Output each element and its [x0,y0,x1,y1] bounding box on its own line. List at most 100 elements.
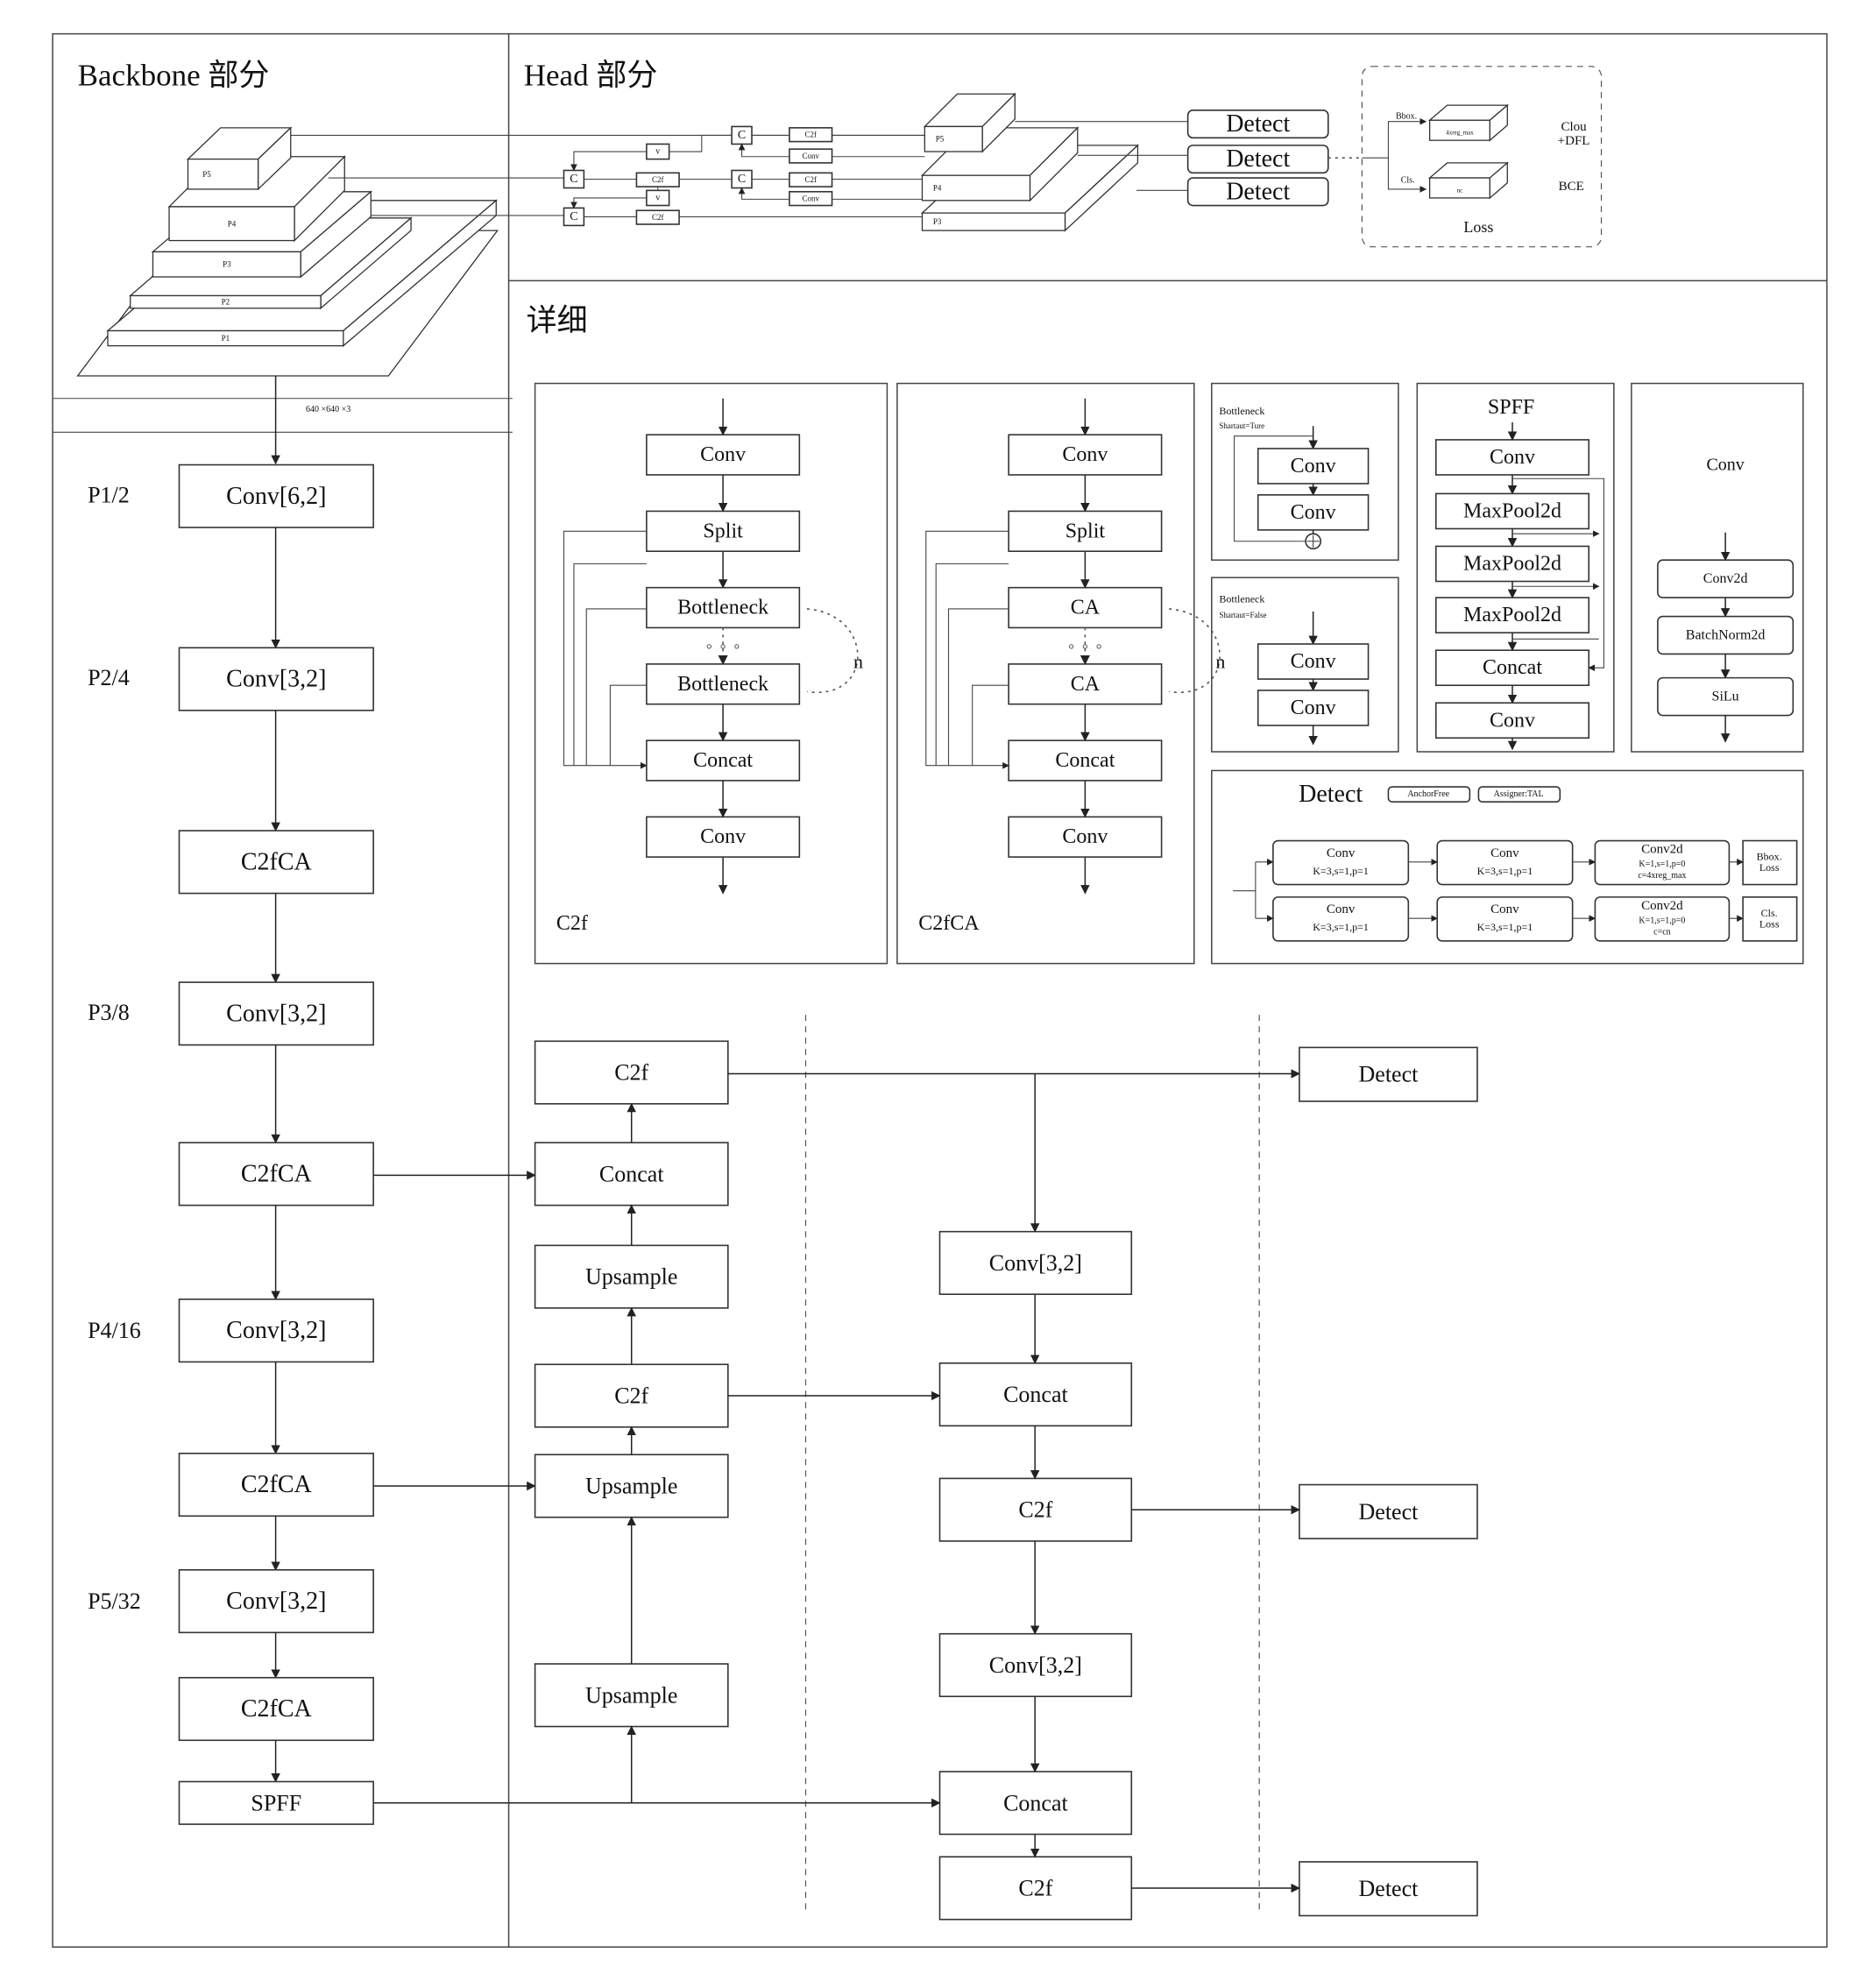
flow-concat-bottom-label: Concat [1003,1790,1068,1815]
c2f-caption: C2f [556,912,588,935]
c2fca-block-0-label: Conv [1062,443,1108,466]
detect-cls-params-2: K=1,s=1,p=0 [1639,916,1685,926]
conv-detail-label-1: BatchNorm2d [1686,628,1766,643]
conv-detail-title: Conv [1706,456,1744,475]
c2fca-caption: C2fCA [918,912,980,935]
flow-c2f-bottom [938,1856,1133,1921]
spff-block-2 [1434,545,1590,583]
detect-bbox-loss-label: Bbox.Loss [1757,851,1782,874]
bb-spff-label: SPFF [251,1790,301,1815]
detect-tag-assigner-label: Assigner:TAL [1494,789,1544,799]
c2f-ellipsis-dot [720,644,726,649]
head-c2f-mid-right [789,172,833,187]
c2f-skip [609,684,647,766]
head-conv-top-label: Conv [802,152,819,160]
bottleneck-false-conv-2 [1257,690,1370,726]
loss-line [1387,158,1427,193]
pyramid-label-p3: P3 [223,260,231,269]
spff-block-2-label: MaxPool2d [1463,553,1561,576]
flow-concat-bottom [938,1771,1133,1836]
head-c-node-bottom-label: C [570,210,577,223]
c2f-block-0 [646,434,801,476]
bb-conv-3-2-d-label: Conv[3,2] [226,1588,326,1615]
detect-cls-params-0: K=3,s=1,p=1 [1313,921,1369,933]
flow-concat-mid-label: Concat [1003,1382,1068,1407]
bottleneck-true-panel [1211,382,1399,561]
loss-cls-block-label: nc [1457,187,1463,194]
c2f-block-5 [646,816,801,858]
spff-block-5-label: Conv [1490,709,1535,732]
detect-cls-loss-box [1742,896,1798,942]
flow-upsample-b-label: Upsample [585,1473,677,1498]
stage-label-1: P2/4 [88,665,130,690]
c2fca-block-2 [1008,586,1163,629]
flow-upsample-c-label: Upsample [585,1682,677,1708]
flow-concat-top-label: Concat [599,1161,664,1186]
head-line [738,187,789,200]
flow-conv-down-b-label: Conv[3,2] [989,1652,1082,1678]
bb-conv-3-2-d [178,1568,374,1634]
flow-upsample-b [534,1454,729,1518]
head-conv-bottom [789,190,833,207]
c2f-ellipsis-dot [706,644,712,649]
loss-cls-fn: BCE [1559,180,1584,194]
head-line [738,143,789,158]
outer-frame [52,32,1828,1948]
head-c2f-top-label: C2f [804,131,817,139]
spff-block-3 [1434,597,1590,633]
c2fca-n-label: n [1215,651,1225,673]
head-slab-p5-front [924,125,983,152]
c2f-block-5-label: Conv [700,825,746,848]
loss-cls-label: Cls. [1401,175,1415,185]
head-c2f-mid-right-label: C2f [804,175,817,184]
detect-bbox-params-2: K=1,s=1,p=0 [1639,860,1685,869]
c2f-block-0-label: Conv [700,443,746,466]
detect-bbox-block-2 [1594,839,1731,886]
head-slab-p3-label: P3 [933,217,942,226]
bottleneck-false-title: Bottleneck [1219,593,1264,605]
bt-shortcut [1234,435,1313,542]
detect-bbox-loss-box [1742,839,1798,886]
spff-block-5 [1434,702,1590,739]
bb-c2fca-d [178,1676,374,1742]
flow-detect-2 [1299,1861,1478,1917]
detect-cls-name-0: Conv [1327,902,1356,916]
flow-upsample-a [534,1244,729,1309]
bb-c2fca-a-label: C2fCA [241,848,313,875]
detect-bbox-block-1 [1436,839,1574,886]
c2f-block-1-label: Split [703,520,743,542]
bb-conv-3-2-a-label: Conv[3,2] [226,666,326,693]
c2fca-skip [972,684,1009,766]
stage-label-2: P3/8 [88,1000,130,1025]
pyramid-layer-front [152,251,301,278]
flow-c2f-mid-label: C2f [614,1383,648,1409]
flow-c2f-mid-out-label: C2f [1018,1497,1052,1523]
bb-c2fca-d-label: C2fCA [241,1695,313,1723]
conv-detail-label-0: Conv2d [1703,571,1748,586]
pyramid-label-p5: P5 [202,170,211,179]
detect-tag-assigner [1477,786,1561,803]
backbone-section-title: Backbone 部分 [78,58,270,92]
loss-cls-block-front [1428,177,1490,199]
c2f-repeat-loop [806,608,859,694]
c2fca-block-3 [1008,663,1163,705]
c2fca-ellipsis-dot [1082,644,1088,649]
c2fca-block-3-label: CA [1071,673,1101,696]
head-conv-top [789,148,833,164]
bb-conv-3-2-a [178,647,374,711]
pyramid-label-p1: P1 [222,334,230,343]
c2f-block-4 [646,739,801,782]
c2fca-ellipsis-dot [1096,644,1101,649]
c2f-ellipsis-dot [734,644,740,649]
detect-bbox-params-0: K=3,s=1,p=1 [1313,865,1369,877]
c2f-skip [563,530,648,769]
conv-detail-label-2: SiLu [1712,690,1739,704]
head-c-node-mid-right-label: C [738,173,746,186]
c2f-block-3-label: Bottleneck [677,673,768,696]
bb-conv-3-2-c-label: Conv[3,2] [226,1317,326,1344]
bottleneck-true-conv-1 [1257,448,1370,485]
detect-cls-block-2 [1594,896,1731,942]
head-slab-p4-label: P4 [933,184,942,193]
head-c2f-top [789,127,833,143]
